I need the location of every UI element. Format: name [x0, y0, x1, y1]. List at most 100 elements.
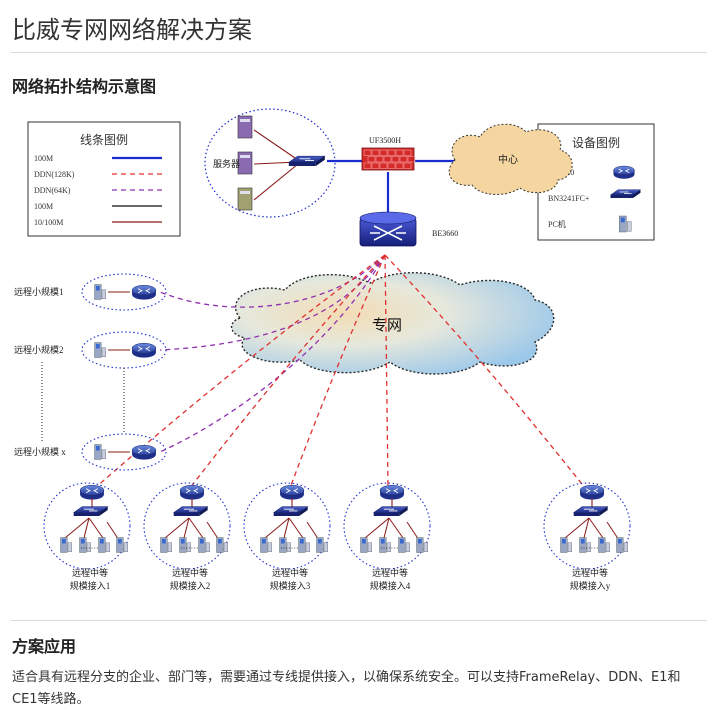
firewall-brick — [379, 162, 388, 169]
firewall-brick — [371, 162, 380, 169]
firewall-brick — [387, 162, 396, 169]
remote-small-router-icon — [131, 342, 157, 359]
firewall-brick — [399, 156, 408, 163]
firewall-brick — [363, 162, 372, 169]
center-label: 中心 — [498, 153, 518, 166]
link-remote-medium-pc — [206, 521, 220, 541]
link-remote-medium-pc — [288, 517, 304, 539]
server-icon-detail — [240, 191, 250, 194]
device-legend-title: 设备图例 — [572, 136, 620, 150]
firewall-brick — [395, 162, 404, 169]
link-remote-medium-pc — [83, 517, 90, 539]
link-remote-medium-pc — [264, 517, 290, 539]
section-divider — [10, 620, 707, 621]
remote-medium-ellipsis: ······· — [80, 544, 99, 553]
line-legend-label: DDN(128K) — [34, 170, 75, 179]
firewall-brick — [395, 149, 404, 156]
firewall-icon — [361, 147, 415, 171]
network-topology-diagram: 专网线条图例100MDDN(128K)DDN(64K)100M10/100M设备… — [14, 108, 655, 591]
remote-medium-switch-icon — [273, 506, 309, 517]
page-title: 比威专网网络解决方案 — [12, 16, 252, 44]
link-remote-medium-pc — [183, 517, 190, 539]
line-legend-label: 10/100M — [34, 218, 63, 227]
remote-medium-pc-icon — [360, 537, 373, 553]
remote-small-label: 远程小规模2 — [14, 345, 64, 355]
remote-small-label: 远程小规模 x — [14, 447, 66, 457]
line-legend-label: DDN(64K) — [34, 186, 71, 195]
link-ddn128-remote-medium-2 — [189, 254, 386, 489]
remote-medium-pc-icon — [260, 537, 273, 553]
firewall-brick — [403, 149, 412, 156]
remote-medium-pc-icon — [416, 537, 429, 553]
remote-medium-pc-icon — [216, 537, 229, 553]
firewall-brick — [383, 156, 392, 163]
link-remote-medium-pc — [383, 517, 390, 539]
remote-small-pc-icon — [94, 284, 107, 300]
firewall-brick — [407, 156, 416, 163]
link-remote-medium-pc — [406, 521, 420, 541]
private-network-label: 专网 — [372, 317, 402, 334]
link-remote-medium-pc — [88, 517, 104, 539]
remote-medium-router-icon — [279, 484, 305, 501]
line-legend-label: 100M — [34, 202, 53, 211]
remote-small-pc-icon — [94, 444, 107, 460]
link-remote-medium-pc — [164, 517, 190, 539]
center-cloud — [448, 123, 573, 195]
line-legend-box — [27, 121, 181, 237]
firewall-brick — [391, 156, 400, 163]
firewall-brick — [367, 156, 376, 163]
link-remote-medium-pc — [106, 521, 120, 541]
remote-medium-ellipsis: ······· — [280, 544, 299, 553]
section-title-topology: 网络拓扑结构示意图 — [12, 77, 157, 96]
server-label: 服务器 — [213, 158, 240, 169]
link-server-3 — [253, 163, 299, 201]
remote-medium-router-icon — [579, 484, 605, 501]
firewall-brick — [403, 162, 412, 169]
remote-small-boundary — [81, 433, 167, 471]
link-ddn64-remote-small-2 — [159, 254, 386, 351]
remote-medium-label-1: 远程中等 — [72, 567, 108, 578]
device-legend-label: BN3241FC+ — [548, 194, 590, 203]
link-remote-medium-pc — [588, 517, 604, 539]
remote-medium-pc-icon — [116, 537, 129, 553]
remote-medium-label-1: 远程中等 — [272, 567, 308, 578]
remote-medium-pc-icon — [616, 537, 629, 553]
link-remote-medium-pc — [283, 517, 290, 539]
firewall-brick — [379, 149, 388, 156]
remote-medium-router-icon — [79, 484, 105, 501]
router-icon — [613, 165, 635, 180]
link-remote-medium-pc — [583, 517, 590, 539]
remote-medium-boundary — [143, 482, 231, 570]
remote-medium-switch-icon — [73, 506, 109, 517]
link-remote-medium-pc — [64, 517, 90, 539]
section-title-application: 方案应用 — [12, 637, 77, 656]
remote-medium-boundary — [543, 482, 631, 570]
link-ddn64-remote-small-1 — [159, 254, 386, 308]
remote-medium-boundary — [243, 482, 331, 570]
title-divider — [10, 52, 707, 53]
remote-medium-router-icon — [379, 484, 405, 501]
remote-medium-switch-icon — [573, 506, 609, 517]
remote-medium-switch-icon — [373, 506, 409, 517]
remote-small-pc-icon — [94, 342, 107, 358]
link-remote-medium-pc — [188, 517, 204, 539]
remote-medium-pc-icon — [398, 537, 411, 553]
firewall-brick — [371, 149, 380, 156]
remote-medium-label-2: 规模接入2 — [170, 580, 211, 591]
remote-medium-pc-icon — [298, 537, 311, 553]
remote-medium-ellipsis: ······· — [180, 544, 199, 553]
server-icon-detail — [240, 155, 250, 158]
remote-small-router-icon — [131, 444, 157, 461]
remote-medium-label-2: 规模接入1 — [70, 580, 111, 591]
link-remote-medium-pc — [364, 517, 390, 539]
link-ddn128-remote-medium-5 — [384, 254, 586, 489]
firewall-brick — [375, 156, 384, 163]
firewall-brick — [363, 149, 372, 156]
remote-small-router-icon — [131, 284, 157, 301]
remote-medium-router-icon — [179, 484, 205, 501]
private-network-cloud — [230, 272, 555, 375]
remote-medium-pc-icon — [98, 537, 111, 553]
core-router-top — [359, 211, 417, 225]
remote-medium-pc-icon — [598, 537, 611, 553]
core-router-arrows — [370, 225, 406, 241]
